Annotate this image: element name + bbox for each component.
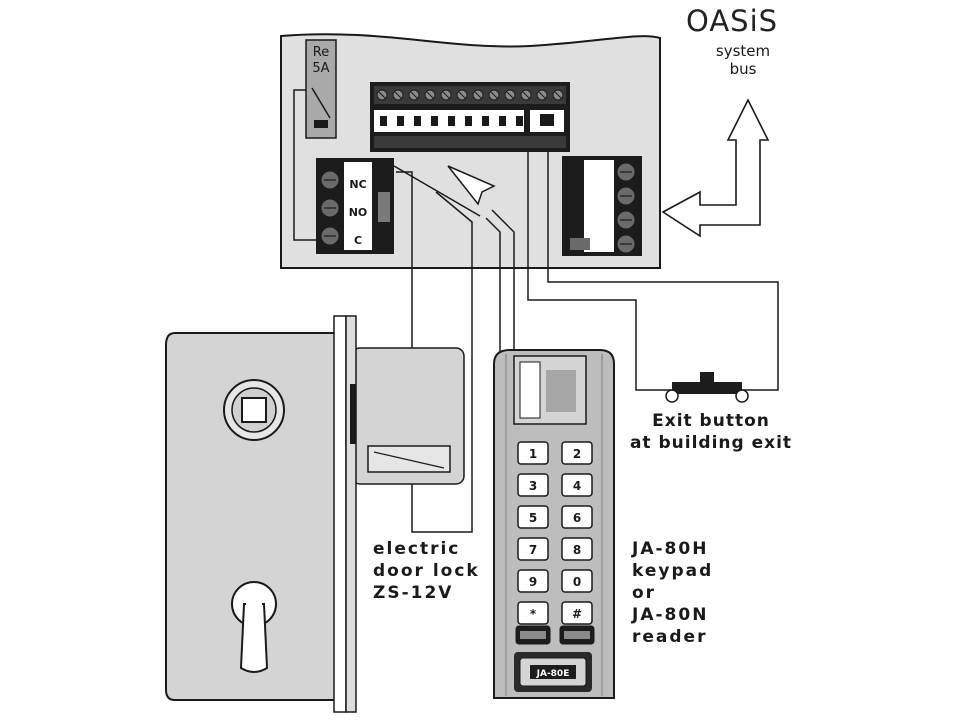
terminal-mark bbox=[540, 114, 554, 126]
keypad-display bbox=[513, 355, 587, 425]
terminal-mark bbox=[482, 116, 489, 126]
keypad-key-label: # bbox=[572, 607, 582, 621]
terminal-mark bbox=[431, 116, 438, 126]
keypad-key-label: 4 bbox=[573, 479, 581, 493]
door-lock-label: electric door lock ZS-12V bbox=[373, 539, 480, 603]
terminal-screw-icon bbox=[616, 234, 636, 254]
keypad-key[interactable]: 7 bbox=[517, 537, 549, 561]
keypad-key-label: 2 bbox=[573, 447, 581, 461]
control-panel-board: Re 5A NC NO C bbox=[280, 33, 661, 269]
terminal-mark bbox=[499, 116, 506, 126]
electric-strike bbox=[367, 445, 451, 473]
terminal-screw-icon bbox=[392, 89, 404, 101]
relay-terminal-no: NO bbox=[349, 206, 368, 219]
terminal-screw-icon bbox=[616, 162, 636, 182]
keypad-key[interactable]: 2 bbox=[561, 441, 593, 465]
terminal-screw-icon bbox=[552, 89, 564, 101]
relay-terminal-nc: NC bbox=[349, 178, 366, 191]
keypad-key-label: 1 bbox=[529, 447, 537, 461]
terminal-screw-icon bbox=[440, 89, 452, 101]
keyhole-icon bbox=[231, 581, 277, 673]
door-lock bbox=[165, 315, 465, 713]
keypad-key-label: 6 bbox=[573, 511, 581, 525]
terminal-screw-icon bbox=[616, 210, 636, 230]
system-bus-arrow bbox=[661, 98, 770, 238]
keypad-key-label: 9 bbox=[529, 575, 537, 589]
terminal-screw-icon bbox=[488, 89, 500, 101]
terminal-screw-icon bbox=[320, 226, 340, 246]
terminal-screw-icon bbox=[320, 198, 340, 218]
terminal-screw-icon bbox=[536, 89, 548, 101]
terminal-screw-icon bbox=[472, 89, 484, 101]
terminal-mark bbox=[414, 116, 421, 126]
keypad-key[interactable]: # bbox=[561, 601, 593, 625]
main-terminal-strip bbox=[370, 82, 570, 152]
exit-button-label: Exit button at building exit bbox=[629, 411, 793, 453]
keypad-key[interactable]: 6 bbox=[561, 505, 593, 529]
keypad: 1 2 3 4 5 6 7 8 9 0 * # JA-80E bbox=[493, 349, 615, 699]
keypad-key-label: * bbox=[530, 607, 537, 621]
terminal-screw-icon bbox=[520, 89, 532, 101]
system-bus-label: system bus bbox=[715, 42, 771, 78]
keypad-function-key[interactable] bbox=[559, 625, 595, 645]
keypad-key[interactable]: 9 bbox=[517, 569, 549, 593]
terminal-screw-icon bbox=[320, 170, 340, 190]
keypad-cable-arrow bbox=[447, 165, 496, 206]
terminal-screw-icon bbox=[424, 89, 436, 101]
relay-label-line1: Re bbox=[313, 45, 329, 60]
terminal-mark bbox=[516, 116, 523, 126]
keypad-key-label: 8 bbox=[573, 543, 581, 557]
terminal-screw-icon bbox=[408, 89, 420, 101]
keypad-key[interactable]: 1 bbox=[517, 441, 549, 465]
keypad-key[interactable]: 5 bbox=[517, 505, 549, 529]
terminal-mark bbox=[465, 116, 472, 126]
terminal-screw-icon bbox=[456, 89, 468, 101]
keypad-key-label: 0 bbox=[573, 575, 581, 589]
keypad-label: JA-80H keypad or JA-80N reader bbox=[632, 539, 714, 647]
keypad-key-label: 7 bbox=[529, 543, 537, 557]
terminal-mark bbox=[397, 116, 404, 126]
relay-terminal-c: C bbox=[354, 234, 362, 247]
keypad-key-label: 5 bbox=[529, 511, 537, 525]
keypad-key[interactable]: 0 bbox=[561, 569, 593, 593]
keypad-logo-panel: JA-80E bbox=[514, 652, 592, 692]
terminal-mark bbox=[448, 116, 455, 126]
oasis-title: OASiS bbox=[686, 4, 779, 38]
wiring bbox=[293, 89, 779, 533]
terminal-screw-icon bbox=[376, 89, 388, 101]
keypad-key[interactable]: 3 bbox=[517, 473, 549, 497]
terminal-mark bbox=[380, 116, 387, 126]
keypad-key[interactable]: 4 bbox=[561, 473, 593, 497]
exit-button bbox=[665, 372, 749, 403]
terminal-screw-icon bbox=[616, 186, 636, 206]
relay-terminal-block: NC NO C bbox=[316, 158, 394, 254]
keypad-function-key[interactable] bbox=[515, 625, 551, 645]
terminal-screw-icon bbox=[504, 89, 516, 101]
relay-label-line2: 5A bbox=[312, 61, 329, 76]
bus-terminal-block bbox=[562, 156, 642, 256]
keypad-key[interactable]: 8 bbox=[561, 537, 593, 561]
keypad-key-label: 3 bbox=[529, 479, 537, 493]
handle-spindle-icon bbox=[223, 379, 285, 441]
keypad-logo: JA-80E bbox=[536, 669, 570, 679]
relay-module: Re 5A bbox=[305, 39, 337, 139]
keypad-key[interactable]: * bbox=[517, 601, 549, 625]
